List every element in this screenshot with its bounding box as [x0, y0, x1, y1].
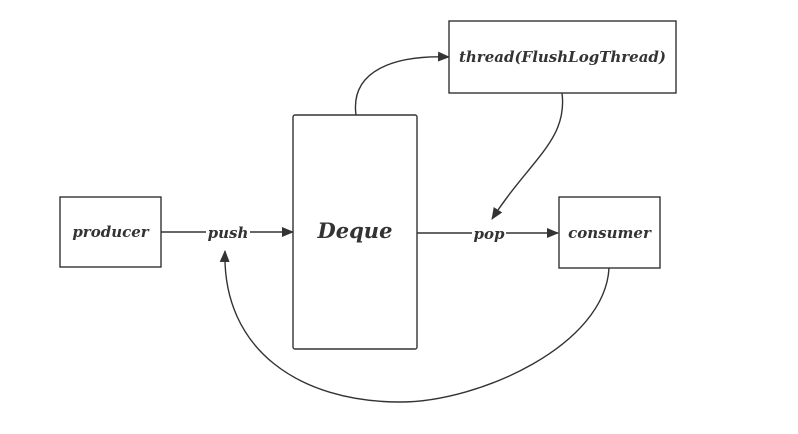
edge-consumer-to-push: [219, 250, 610, 403]
node-thread-label: thread(FlushLogThread): [459, 48, 666, 66]
node-consumer-label: consumer: [568, 224, 652, 242]
edge-label-pop: pop: [474, 225, 505, 243]
node-producer: producer: [59, 196, 162, 268]
edge-deque-to-thread: [354, 51, 450, 116]
node-deque: Deque: [292, 114, 418, 350]
node-thread: thread(FlushLogThread): [448, 20, 677, 94]
node-deque-label: Deque: [317, 218, 393, 243]
edge-label-push: push: [208, 224, 249, 242]
edge-thread-to-pop: [491, 92, 564, 220]
node-producer-label: producer: [72, 223, 149, 241]
node-consumer: consumer: [558, 196, 661, 269]
